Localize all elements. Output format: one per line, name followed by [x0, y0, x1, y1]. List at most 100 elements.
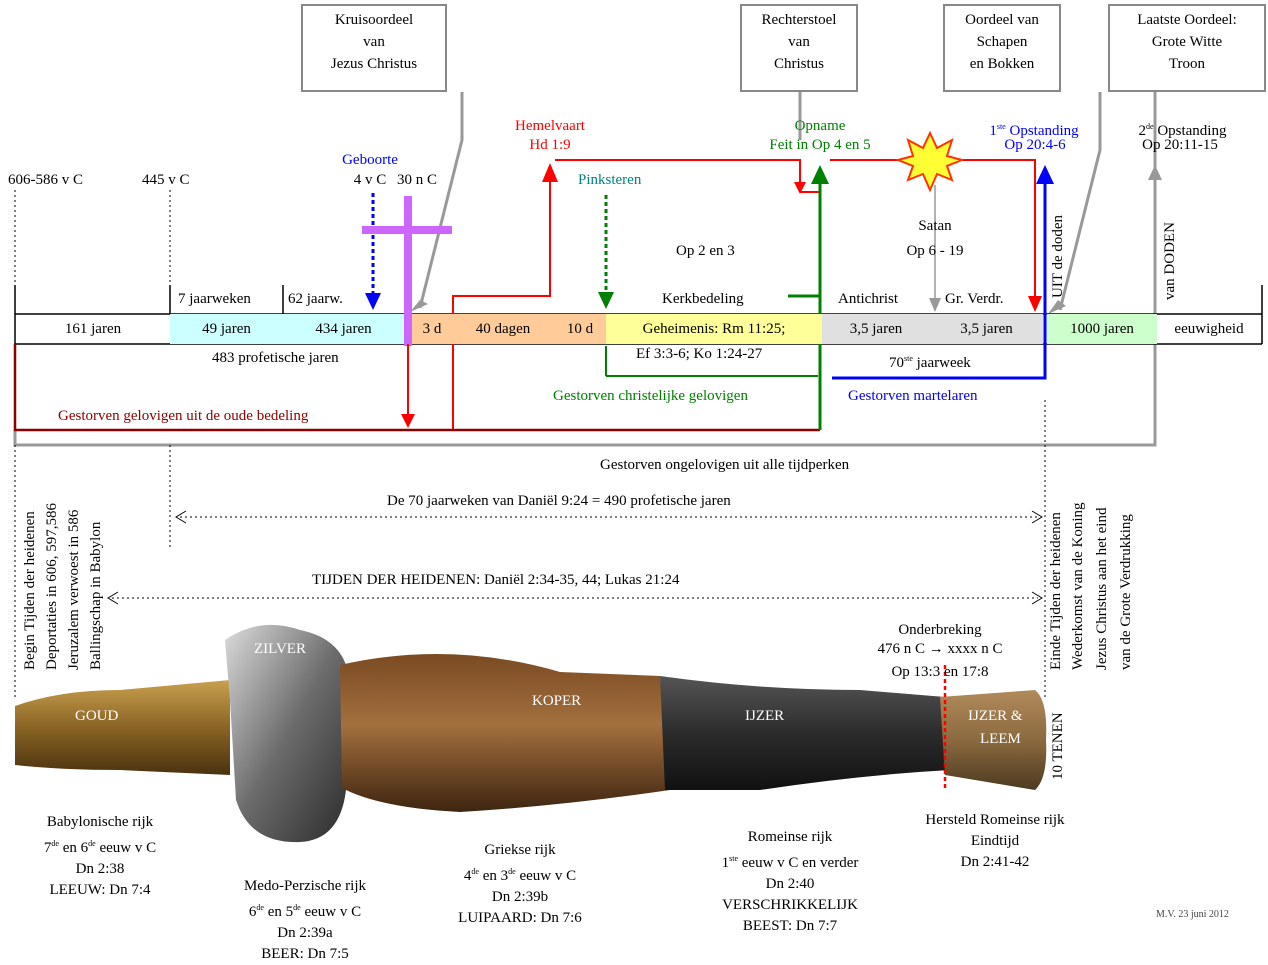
- second-resurrection-ref: Op 20:11-15: [1142, 137, 1218, 153]
- sheep-goats-box: Oordeel van Schapen en Bokken: [943, 4, 1061, 92]
- dead-unbelievers-label: Gestorven ongelovigen uit alle tijdperke…: [600, 457, 850, 473]
- rapture-ref: Feit in Op 4 en 5: [769, 137, 871, 153]
- judgment-seat-box: Rechterstoel van Christus: [740, 4, 858, 92]
- pentecost-tip: [598, 292, 614, 309]
- green-path: [788, 180, 822, 430]
- dead-believers-label: Gestorven christelijke gelovigen: [553, 388, 748, 404]
- box-line: Jezus Christus: [330, 56, 418, 72]
- segment-1000: 1000 jaren: [1047, 314, 1157, 344]
- right-vertical-3: Jezus Christus aan het eind: [1094, 507, 1110, 670]
- left-vertical-3: Jeruzalem verwoest in 586: [66, 509, 82, 670]
- ascension-ref: Hd 1:9: [529, 137, 571, 153]
- segment-tribulation: 3,5 jaren: [930, 314, 1043, 344]
- interruption-line3: Op 13:3 en 17:8: [891, 664, 989, 680]
- year-606-label: 606-586 v C: [8, 172, 83, 188]
- prophetic-483-label: 483 profetische jaren: [212, 350, 339, 366]
- op-2-3-label: Op 2 en 3: [676, 243, 735, 259]
- caption-line: 4de en 3de eeuw v C: [463, 867, 577, 884]
- segment-3d: 3 d: [412, 314, 452, 344]
- birth-year-label: 4 v C: [353, 172, 387, 188]
- ascension-label: Hemelvaart: [515, 118, 585, 134]
- caption-line: Griekse rijk: [484, 842, 556, 858]
- times-of-gentiles-label: TIJDEN DER HEIDENEN: Daniël 2:34-35, 44;…: [312, 572, 680, 588]
- babylon-caption: Babylonische rijk 7de en 6de eeuw v C Dn…: [10, 812, 190, 901]
- segment-40d: 40 dagen: [452, 314, 554, 344]
- statue-image: [15, 624, 1047, 843]
- right-vertical-4: van de Grote Verdrukking: [1118, 514, 1134, 670]
- rapture-tip: [811, 165, 829, 184]
- box-line: Oordeel van: [965, 12, 1039, 28]
- caption-line: Eindtijd: [970, 833, 1020, 849]
- interruption-line2: 476 n C → xxxx n C: [877, 641, 1003, 657]
- left-vertical-1: Begin Tijden der heidenen: [22, 511, 38, 670]
- cross-callout-tip: [410, 300, 428, 312]
- box-line: en Bokken: [969, 56, 1035, 72]
- box-line: Christus: [773, 56, 824, 72]
- caption-line: Hersteld Romeinse rijk: [925, 812, 1065, 828]
- first-res-red-tip: [1028, 296, 1042, 312]
- caption-line: LUIPAARD: Dn 7:6: [458, 910, 582, 926]
- segment-161: 161 jaren: [64, 321, 122, 337]
- satan-label: Satan: [918, 218, 952, 234]
- caption-line: Dn 2:38: [75, 861, 125, 877]
- burst-icon: [894, 130, 966, 193]
- medo-persia-caption: Medo-Perzische rijk 6de en 5de eeuw v C …: [210, 876, 400, 965]
- first-resurrection-ref: Op 20:4-6: [1004, 137, 1066, 153]
- caption-line: BEEST: Dn 7:7: [742, 918, 838, 934]
- second-resurrection-label: 2de Opstanding: [1138, 122, 1227, 139]
- year-445-label: 445 v C: [142, 172, 190, 188]
- copper-label: KOPER: [532, 693, 582, 709]
- rome-caption: Romeinse rijk 1ste eeuw v C en verder Dn…: [695, 827, 885, 937]
- caption-line: Babylonische rijk: [46, 814, 154, 830]
- caption-line: 6de en 5de eeuw v C: [248, 903, 362, 920]
- box-line: Rechterstoel: [761, 12, 837, 28]
- restored-rome-caption: Hersteld Romeinse rijk Eindtijd Dn 2:41-…: [900, 810, 1090, 873]
- segment-eternity: eeuwigheid: [1174, 321, 1244, 337]
- weeks-7-label: 7 jaarweken: [178, 291, 251, 307]
- footer-signature: M.V. 23 juni 2012: [1156, 909, 1229, 920]
- caption-line: LEEUW: Dn 7:4: [49, 882, 151, 898]
- left-vertical-4: Ballingschap in Babylon: [88, 521, 104, 670]
- box-line: Kruisoordeel: [334, 12, 414, 28]
- segment-mystery: Geheimenis: Rm 11:25;: [606, 314, 822, 344]
- year-30-label: 30 n C: [397, 172, 438, 188]
- interruption-line1: Onderbreking: [898, 622, 982, 638]
- cross-vertical: [404, 196, 412, 346]
- ten-toes-label: 10 TENEN: [1050, 712, 1066, 780]
- box-line: Troon: [1168, 56, 1206, 72]
- antichrist-label: Antichrist: [838, 291, 898, 307]
- caption-line: Dn 2:39a: [277, 925, 333, 941]
- last-judgment-box: Laatste Oordeel: Grote Witte Troon: [1108, 4, 1266, 92]
- callout-arrows: [13, 92, 1157, 447]
- cross-judgment-box: Kruisoordeel van Jezus Christus: [301, 4, 447, 92]
- great-tribulation-label: Gr. Verdr.: [945, 291, 1004, 307]
- pentecost-label: Pinksteren: [578, 172, 642, 188]
- iron-label: IJZER: [745, 708, 785, 724]
- segment-49: 49 jaren: [170, 314, 283, 344]
- silver-label: ZILVER: [254, 641, 306, 657]
- dotted-spans: [112, 516, 1038, 599]
- cross-horizontal: [362, 226, 452, 234]
- van-doden-label: van DODEN: [1162, 222, 1178, 300]
- green-comb: [605, 346, 818, 377]
- caption-line: 1ste eeuw v C en verder: [721, 854, 859, 871]
- sheep-callout-tip: [1048, 300, 1066, 314]
- first-resurrection-label: 1ste Opstanding: [989, 122, 1079, 139]
- caption-line: Medo-Perzische rijk: [243, 878, 367, 894]
- iron-clay-label-2: LEEM: [980, 731, 1021, 747]
- gold-label: GOUD: [75, 708, 119, 724]
- box-line: van: [788, 34, 810, 50]
- box-line: Laatste Oordeel:: [1137, 12, 1237, 28]
- iron-clay-label-1: IJZER &: [968, 708, 1023, 724]
- daniel-70-weeks-label: De 70 jaarweken van Daniël 9:24 = 490 pr…: [387, 493, 731, 509]
- box-line: van: [363, 34, 385, 50]
- segment-10d: 10 d: [554, 314, 606, 344]
- caption-line: 7de en 6de eeuw v C: [43, 839, 157, 856]
- caption-line: Dn 2:39b: [491, 889, 549, 905]
- rapture-label: Opname: [794, 118, 846, 134]
- segment-434: 434 jaren: [283, 314, 404, 344]
- segment-antichrist: 3,5 jaren: [822, 314, 930, 344]
- church-age-label: Kerkbedeling: [662, 291, 744, 307]
- uit-de-doden-label: UIT de doden: [1050, 214, 1066, 298]
